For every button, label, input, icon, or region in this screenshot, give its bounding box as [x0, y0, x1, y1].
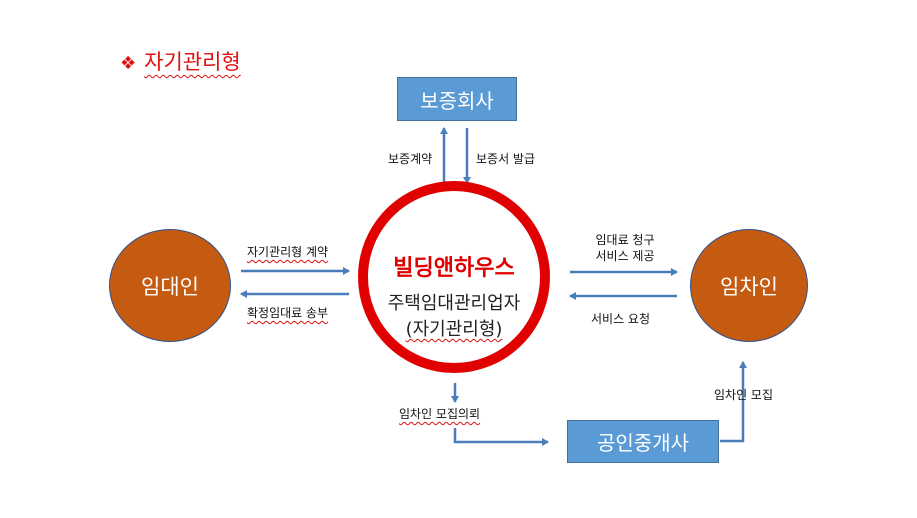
lessor-label: 임대인 — [141, 274, 199, 299]
broker-label: 공인중개사 — [597, 431, 689, 455]
title-text: 자기관리형 — [144, 50, 241, 74]
edge-label-self-managed-contract: 자기관리형 계약 — [247, 243, 328, 260]
diamond-bullet-icon: ❖ — [120, 53, 137, 74]
edge-label-tenant-recruit-request: 임차인 모집의뢰 — [399, 405, 480, 422]
edge-label-tenant-recruit: 임차인 모집 — [714, 388, 774, 402]
broker-box: 공인중개사 — [567, 420, 719, 463]
lessor-circle: 임대인 — [109, 229, 231, 342]
edge-label-rent-remit-text: 확정임대료 송부 — [247, 306, 329, 320]
center-company-subtype: (자기관리형) — [358, 315, 550, 341]
center-company-subtype-text: (자기관리형) — [405, 319, 503, 340]
edge-label-guarantee-issue: 보증서 발급 — [476, 152, 536, 166]
edge-label-rent-claim-1: 임대료 청구 — [595, 233, 655, 247]
tenant-label: 임차인 — [720, 274, 778, 299]
edge-label-rent-remit: 확정임대료 송부 — [247, 304, 328, 321]
center-company-ring — [358, 181, 550, 373]
guarantee-company-box: 보증회사 — [397, 77, 517, 121]
diagram-title: ❖ 자기관리형 — [120, 46, 241, 76]
guarantee-company-label: 보증회사 — [420, 88, 494, 113]
arrow-tenant-recruit — [720, 361, 747, 443]
arrow-recruit-request-elbow — [453, 428, 549, 446]
edge-label-service-request: 서비스 요청 — [591, 312, 651, 326]
center-company-name: 빌딩앤하우스 — [393, 256, 515, 281]
edge-label-self-managed-contract-text: 자기관리형 계약 — [247, 245, 329, 259]
edge-label-rent-claim-2: 서비스 제공 — [595, 249, 655, 263]
edge-label-tenant-recruit-request-text: 임차인 모집의뢰 — [399, 407, 481, 421]
center-company-type: 주택임대관리업자 — [387, 293, 521, 314]
edge-label-guarantee-contract: 보증계약 — [388, 152, 433, 166]
tenant-circle: 임차인 — [690, 229, 808, 342]
